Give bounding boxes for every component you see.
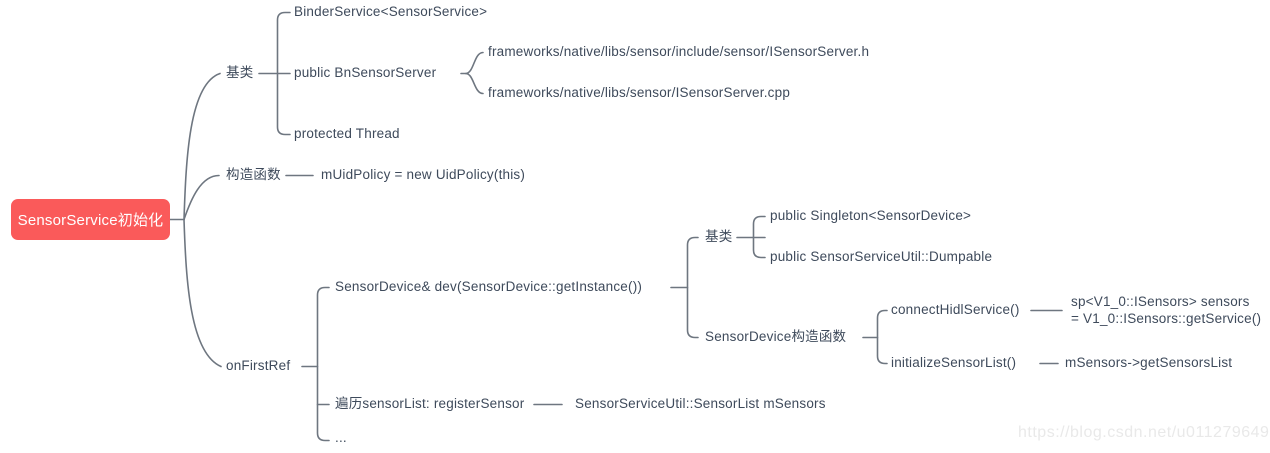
topic-bn-sensor-server[interactable]: public BnSensorServer: [294, 65, 437, 80]
topic-sensordevice-constructor[interactable]: SensorDevice构造函数: [705, 329, 847, 344]
topic-isensorserver-h[interactable]: frameworks/native/libs/sensor/include/se…: [488, 44, 870, 59]
topic-muidpolicy[interactable]: mUidPolicy = new UidPolicy(this): [321, 167, 526, 182]
topic-sensorservice-util-msensors[interactable]: SensorServiceUtil::SensorList mSensors: [575, 396, 826, 411]
topic-ellipsis[interactable]: ...: [335, 430, 347, 445]
topic-sp-isensors-getservice[interactable]: sp<V1_0::ISensors> sensors = V1_0::ISens…: [1071, 294, 1262, 326]
topic-singleton[interactable]: public Singleton<SensorDevice>: [770, 208, 972, 223]
topic-protected-thread[interactable]: protected Thread: [294, 126, 400, 141]
topic-initializesensorlist[interactable]: initializeSensorList(): [891, 355, 1017, 370]
topic-traverse-sensorlist[interactable]: 遍历sensorList: registerSensor: [335, 396, 525, 411]
watermark-url: https://blog.csdn.net/u011279649: [1018, 424, 1270, 441]
topic-base-class[interactable]: 基类: [226, 65, 254, 80]
topic-isensorserver-cpp[interactable]: frameworks/native/libs/sensor/ISensorSer…: [488, 85, 791, 100]
topic-base-class-2[interactable]: 基类: [705, 229, 733, 244]
topic-connecthidlservice[interactable]: connectHidlService(): [891, 302, 1020, 317]
topic-msensors-getsensorslist[interactable]: mSensors->getSensorsList: [1065, 355, 1233, 370]
topic-dumpable[interactable]: public SensorServiceUtil::Dumpable: [770, 249, 993, 264]
root-topic[interactable]: SensorService初始化: [11, 199, 170, 240]
topic-constructor[interactable]: 构造函数: [226, 167, 281, 182]
topic-sensordevice-dev[interactable]: SensorDevice& dev(SensorDevice::getInsta…: [335, 279, 643, 294]
topic-onfirstref[interactable]: onFirstRef: [226, 358, 291, 373]
topic-binder-service[interactable]: BinderService<SensorService>: [294, 4, 488, 19]
